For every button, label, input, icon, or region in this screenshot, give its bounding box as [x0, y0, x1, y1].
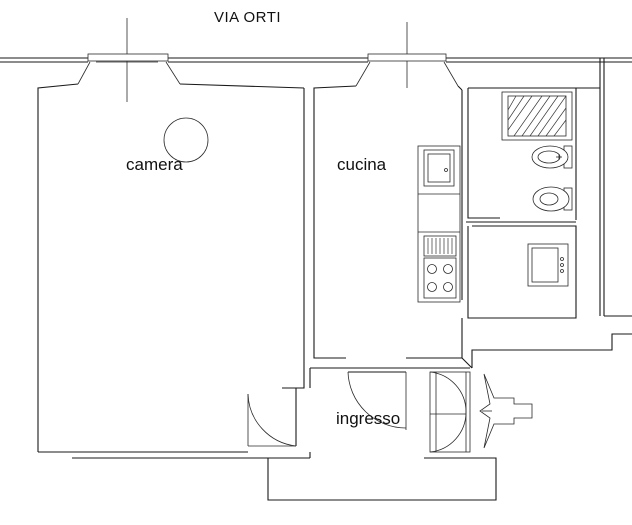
- entrance-door: [429, 371, 471, 453]
- street-label: VIA ORTI: [214, 9, 281, 26]
- cooktop-icon: [423, 235, 457, 299]
- bidet-icon: [531, 145, 573, 169]
- ingresso-walls: [267, 333, 632, 501]
- toilet-icon: [532, 186, 573, 212]
- camera-door: [247, 388, 297, 447]
- shower-tray-icon: [501, 91, 573, 141]
- camera-walls: [37, 83, 310, 459]
- room-label-camera: camera: [126, 155, 183, 174]
- ceiling-light-icon: [163, 117, 209, 163]
- washbasin-icon: [527, 243, 569, 287]
- kitchen-sink-icon: [423, 149, 455, 187]
- room-label-cucina: cucina: [337, 155, 387, 174]
- bathroom-walls: [466, 58, 632, 319]
- entrance-arrow-icon: [479, 373, 533, 449]
- room-label-ingresso: ingresso: [336, 409, 400, 428]
- cucina-door: [347, 371, 407, 430]
- facade-wall: [0, 57, 632, 63]
- window-camera: [77, 18, 181, 102]
- window-cucina: [355, 22, 459, 88]
